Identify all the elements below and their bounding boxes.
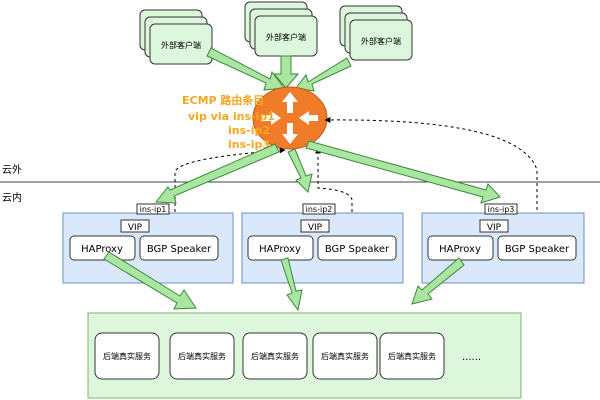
arrow-router-ins3 (305, 140, 501, 204)
backend-service-box (242, 332, 308, 380)
arrow-client1-router (206, 47, 285, 91)
backend-service-box (94, 332, 160, 380)
backend-service-box (379, 332, 445, 380)
vip-label: VIP (308, 223, 323, 233)
instance-ip-label: ins-ip2 (306, 205, 333, 214)
arrow-ins2-backend (280, 257, 303, 312)
client-label: 外部客户端 (266, 32, 306, 42)
arrow-client2-router (272, 55, 300, 89)
ecmp-line-4: ins-ip3 (228, 138, 270, 151)
arrow-router-ins1 (154, 143, 280, 204)
zone-outside-label: 云外 (2, 164, 22, 176)
client-stack-2: 外部客户端 (244, 1, 318, 57)
ecmp-line-2: vip via ins-ip1 (188, 110, 275, 123)
backend-service-label: 后端真实服务 (251, 351, 299, 361)
arrow-client3-router (295, 57, 352, 92)
instance-ip-label: ins-ip3 (488, 205, 515, 214)
client-stack-1: 外部客户端 (139, 9, 213, 65)
bgp-speaker-label: BGP Speaker (147, 244, 212, 255)
backend-service-label: 后端真实服务 (321, 351, 369, 361)
instance-ip-label: ins-ip1 (140, 205, 167, 214)
bgp-link-3 (324, 116, 538, 222)
ecmp-line-1: ECMP 路由条目 (182, 93, 264, 107)
backend-service-label: 后端真实服务 (178, 351, 226, 361)
bgp-speaker-label: BGP Speaker (325, 244, 390, 255)
router-icon (252, 86, 328, 150)
arrow-ins3-backend (411, 257, 465, 305)
backend-services: 后端真实服务 后端真实服务 后端真实服务 后端真实服务 后端真实服务 .....… (94, 332, 481, 380)
haproxy-label: HAProxy (439, 244, 481, 255)
instance-1: ins-ip1 VIP HAProxy BGP Speaker (62, 203, 234, 284)
arrow-router-ins2 (287, 148, 313, 193)
backend-ellipsis: ...... (462, 352, 481, 363)
client-stack-3: 外部客户端 (339, 5, 413, 61)
arrow-ins1-backend (103, 251, 197, 310)
backend-service-label: 后端真实服务 (388, 351, 436, 361)
bgp-link-1 (174, 147, 286, 212)
zone-inside-label: 云内 (2, 191, 22, 204)
client-label: 外部客户端 (361, 36, 401, 46)
backend-service-label: 后端真实服务 (103, 351, 151, 361)
backend-service-box (169, 332, 235, 380)
haproxy-label: HAProxy (259, 244, 301, 255)
bgp-link-2 (315, 147, 353, 224)
bgp-speaker-label: BGP Speaker (505, 244, 570, 255)
ecmp-line-3: ins-ip2 (228, 124, 270, 137)
ecmp-route-text: ECMP 路由条目 vip via ins-ip1 ins-ip2 ins-ip… (182, 93, 275, 151)
vip-label: VIP (487, 223, 502, 233)
vip-label: VIP (128, 223, 143, 233)
instance-2: ins-ip2 VIP HAProxy BGP Speaker (241, 203, 404, 284)
client-label: 外部客户端 (161, 40, 201, 50)
backend-service-box (312, 332, 378, 380)
haproxy-label: HAProxy (81, 244, 123, 255)
